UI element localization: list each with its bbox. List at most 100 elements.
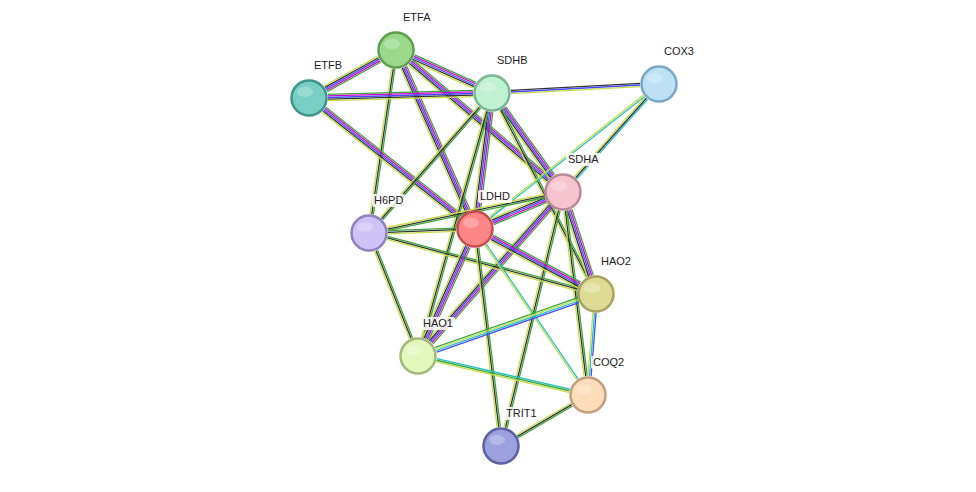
- node-label: H6PD: [372, 194, 405, 207]
- node-label: ETFB: [312, 59, 344, 72]
- evidence-line: [504, 210, 557, 427]
- node-label: ETFA: [401, 11, 433, 24]
- interaction-edge: [328, 90, 473, 100]
- evidence-line: [502, 109, 551, 177]
- evidence-line: [412, 61, 473, 88]
- evidence-line: [489, 95, 643, 216]
- evidence-line: [378, 250, 413, 338]
- node-disc: [546, 175, 581, 210]
- node-gloss: [647, 73, 663, 83]
- node-label: SDHA: [566, 153, 601, 166]
- node-label: HAO1: [421, 317, 455, 330]
- protein-node: COQ2: [569, 376, 607, 414]
- node-label: COQ2: [591, 356, 626, 369]
- node-circle: [473, 74, 511, 112]
- evidence-line: [388, 196, 545, 229]
- evidence-line: [413, 59, 474, 86]
- node-circle: [290, 79, 328, 117]
- node-gloss: [297, 87, 313, 97]
- node-gloss: [357, 222, 373, 232]
- node-disc: [642, 67, 677, 102]
- node-circle: [640, 65, 678, 103]
- interaction-edge: [422, 111, 489, 338]
- node-disc: [571, 378, 606, 413]
- evidence-line: [423, 111, 487, 337]
- evidence-line: [486, 244, 578, 379]
- evidence-line: [572, 209, 593, 275]
- node-circle: [482, 427, 520, 465]
- protein-node: HAO1: [399, 337, 437, 375]
- protein-node: SDHB: [473, 74, 511, 112]
- evidence-line: [405, 67, 469, 211]
- evidence-line: [511, 83, 640, 90]
- evidence-line: [376, 251, 411, 339]
- node-disc: [292, 81, 327, 116]
- evidence-line: [492, 238, 580, 285]
- interaction-edge: [574, 97, 647, 179]
- evidence-line: [414, 56, 475, 83]
- protein-node: ETFB: [290, 79, 328, 117]
- evidence-line: [370, 69, 391, 214]
- evidence-line: [372, 69, 393, 214]
- protein-node: TRIT1: [482, 427, 520, 465]
- interaction-edge: [485, 244, 578, 379]
- protein-node: LDHD: [456, 210, 494, 248]
- evidence-line: [373, 69, 394, 214]
- node-circle: [577, 275, 615, 313]
- evidence-line: [325, 109, 461, 216]
- evidence-line: [402, 68, 466, 212]
- interaction-edge: [387, 194, 544, 230]
- node-label: COX3: [662, 45, 696, 58]
- evidence-line: [490, 241, 578, 288]
- evidence-line: [435, 298, 577, 348]
- evidence-line: [413, 58, 474, 85]
- evidence-line: [323, 111, 459, 218]
- evidence-line: [485, 245, 577, 380]
- evidence-line: [477, 248, 498, 427]
- node-disc: [475, 76, 510, 111]
- interaction-edge: [370, 69, 395, 215]
- interaction-edge: [388, 228, 456, 234]
- interaction-edge: [375, 250, 413, 339]
- evidence-line: [479, 248, 500, 427]
- evidence-line: [326, 107, 462, 214]
- interaction-edge: [490, 235, 581, 288]
- evidence-line: [437, 303, 579, 353]
- evidence-line: [322, 112, 458, 219]
- evidence-line: [493, 235, 581, 282]
- evidence-line: [387, 194, 544, 227]
- protein-node: COX3: [640, 65, 678, 103]
- node-circle: [350, 214, 388, 252]
- evidence-line: [436, 301, 578, 351]
- evidence-line: [490, 96, 644, 217]
- node-label: HAO2: [599, 255, 633, 268]
- node-gloss: [384, 39, 400, 49]
- protein-node: ETFA: [377, 31, 415, 69]
- evidence-line: [328, 97, 473, 101]
- node-gloss: [480, 82, 496, 92]
- protein-node: H6PD: [350, 214, 388, 252]
- node-disc: [579, 277, 614, 312]
- interaction-edge: [489, 95, 644, 218]
- evidence-line: [404, 67, 468, 211]
- evidence-line: [388, 231, 456, 234]
- node-disc: [352, 216, 387, 251]
- node-circle: [377, 31, 415, 69]
- evidence-line: [407, 66, 471, 210]
- node-circle: [569, 376, 607, 414]
- interaction-edge: [500, 107, 554, 179]
- node-disc: [458, 212, 493, 247]
- interaction-edge: [401, 66, 471, 213]
- protein-node: HAO2: [577, 275, 615, 313]
- node-disc: [484, 429, 519, 464]
- node-circle: [399, 337, 437, 375]
- evidence-line: [511, 85, 640, 92]
- node-gloss: [576, 384, 592, 394]
- evidence-line: [437, 360, 570, 391]
- evidence-line: [437, 359, 570, 390]
- interaction-edge: [435, 298, 579, 352]
- node-gloss: [551, 181, 567, 191]
- node-disc: [401, 339, 436, 374]
